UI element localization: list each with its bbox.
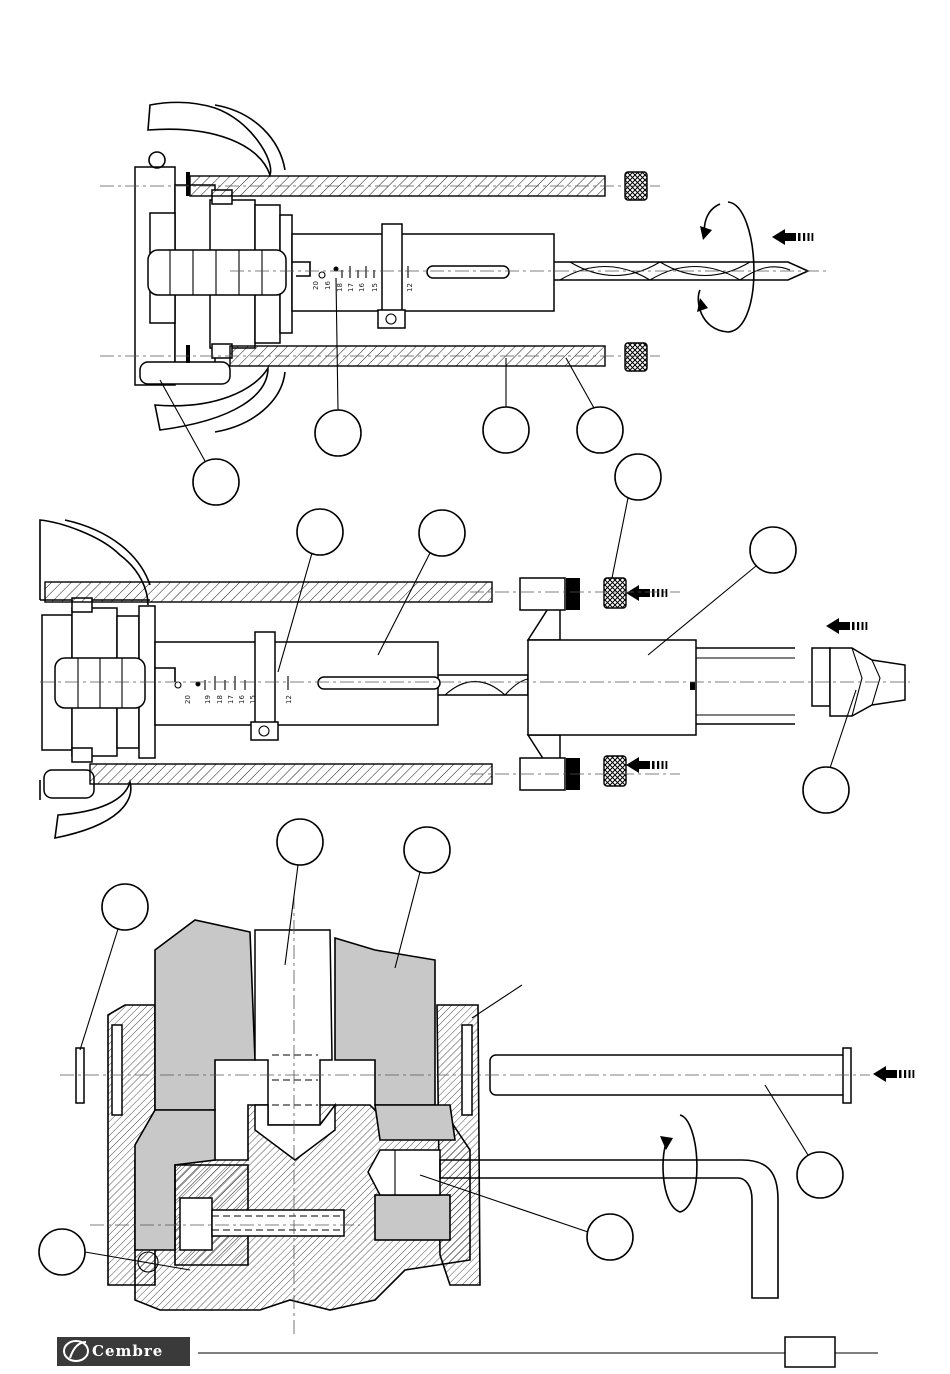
fig2-scale-label: 12 bbox=[285, 695, 293, 704]
fig1-scale-label: 20 bbox=[312, 281, 320, 290]
callout-circle bbox=[297, 509, 343, 555]
fig2-scale-label: 18 bbox=[216, 695, 224, 704]
rotation-arrow-icon bbox=[660, 1115, 697, 1212]
fig2-scale-label: 15 bbox=[249, 695, 257, 704]
push-arrow-icon bbox=[772, 229, 813, 245]
callout-circle bbox=[277, 819, 323, 865]
fig1-scale-label: 18 bbox=[336, 283, 344, 292]
callout-circle bbox=[419, 510, 465, 556]
callout-circle bbox=[577, 407, 623, 453]
callout-circle bbox=[587, 1214, 633, 1260]
fig1-scale-label: 15 bbox=[371, 283, 379, 292]
callout-circle bbox=[404, 827, 450, 873]
footer: Cembre bbox=[57, 1337, 878, 1367]
fig1-scale-label: 16 bbox=[358, 283, 366, 292]
figure-1-drilling-setup: 20 16 18 17 16 15 12 bbox=[100, 102, 830, 505]
fig1-scale-label: 17 bbox=[347, 283, 355, 292]
figure-3-cross-section bbox=[39, 819, 914, 1335]
push-arrow-icon bbox=[826, 618, 867, 634]
fig2-scale-label: 17 bbox=[227, 695, 235, 704]
callout-circle bbox=[797, 1152, 843, 1198]
callout-circle bbox=[483, 407, 529, 453]
callout-circle bbox=[750, 527, 796, 573]
callout-circle bbox=[39, 1229, 85, 1275]
push-arrow-icon bbox=[626, 585, 667, 601]
push-arrow-icon bbox=[873, 1066, 914, 1082]
callout-circle bbox=[102, 884, 148, 930]
callout-circle bbox=[315, 410, 361, 456]
figure-2-bushing-removal: 20 19 18 17 16 15 12 bbox=[40, 454, 910, 838]
fig1-scale-label: 16 bbox=[324, 281, 332, 290]
callout-circle bbox=[803, 767, 849, 813]
brand-name: Cembre bbox=[92, 1342, 163, 1360]
callout-circle bbox=[615, 454, 661, 500]
page-number-box bbox=[785, 1337, 835, 1367]
push-arrow-icon bbox=[626, 757, 667, 773]
callout-circle bbox=[193, 459, 239, 505]
fig2-scale-label: 16 bbox=[238, 695, 246, 704]
fig1-scale-label: 12 bbox=[406, 283, 414, 292]
fig2-scale-label: 20 bbox=[184, 695, 192, 704]
fig2-scale-label: 19 bbox=[204, 695, 212, 704]
